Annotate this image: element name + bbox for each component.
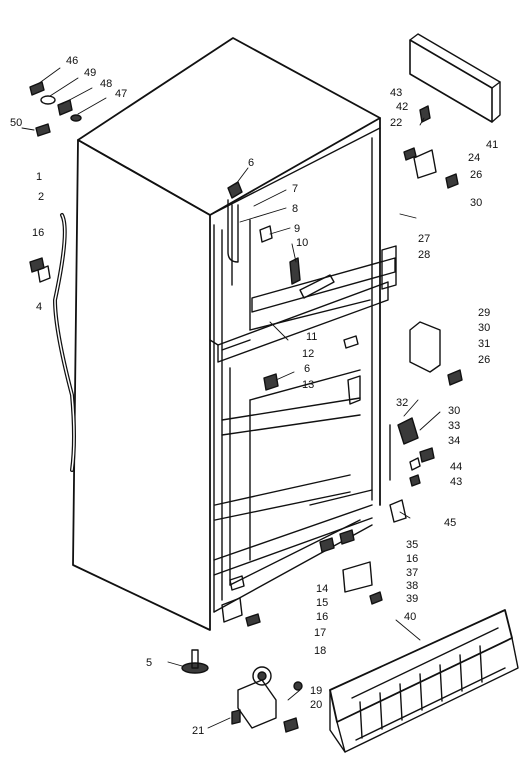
callout-14: 14 xyxy=(316,583,328,595)
callout-4: 4 xyxy=(36,301,42,313)
callout-30-low: 30 xyxy=(448,405,460,417)
callout-30-mid: 30 xyxy=(478,322,490,334)
callout-30-top: 30 xyxy=(470,197,482,209)
leveling-leg xyxy=(181,649,209,674)
callout-43-low: 43 xyxy=(450,476,462,488)
cabinet-shell xyxy=(72,37,381,631)
callout-11: 11 xyxy=(306,331,317,343)
callout-6-top: 6 xyxy=(248,157,254,169)
callout-26-mid: 26 xyxy=(478,354,490,366)
upper-hinge-bracket xyxy=(403,105,459,189)
mullion-rail xyxy=(209,281,389,363)
callout-5: 5 xyxy=(146,657,152,669)
callout-24: 24 xyxy=(468,152,480,164)
callout-32: 32 xyxy=(396,397,408,409)
callout-16-left: 16 xyxy=(32,227,44,239)
callout-20: 20 xyxy=(310,699,322,711)
clip-part xyxy=(389,499,407,523)
callout-31: 31 xyxy=(478,338,490,350)
callout-10: 10 xyxy=(296,237,308,249)
hinge-hardware-top-left xyxy=(29,81,82,137)
callout-41: 41 xyxy=(486,139,498,151)
center-fasteners xyxy=(227,181,361,405)
callout-49: 49 xyxy=(84,67,96,79)
callout-18: 18 xyxy=(314,645,326,657)
callout-21: 21 xyxy=(192,725,204,737)
callout-43-top: 43 xyxy=(390,87,402,99)
roller-assembly xyxy=(231,666,303,733)
base-frame xyxy=(213,489,373,576)
callout-8: 8 xyxy=(292,203,298,215)
callout-17: 17 xyxy=(314,627,326,639)
callout-35: 35 xyxy=(406,539,418,551)
callout-34: 34 xyxy=(448,435,460,447)
callout-numbers: 46 49 48 47 50 1 2 16 4 6 7 8 9 10 11 12… xyxy=(10,55,498,737)
callout-26-top: 26 xyxy=(470,169,482,181)
door-stop-parts xyxy=(29,257,51,283)
callout-1: 1 xyxy=(36,171,42,183)
callout-22: 22 xyxy=(390,117,402,129)
callout-33: 33 xyxy=(448,420,460,432)
callout-28: 28 xyxy=(418,249,430,261)
lower-hinge-bracket xyxy=(389,417,435,487)
callout-40: 40 xyxy=(404,611,416,623)
callout-45: 45 xyxy=(444,517,456,529)
callout-15: 15 xyxy=(316,597,328,609)
callout-44: 44 xyxy=(450,461,462,473)
callout-37: 37 xyxy=(406,567,418,579)
callout-7: 7 xyxy=(292,183,298,195)
callout-2: 2 xyxy=(38,191,44,203)
drain-tube xyxy=(227,199,239,286)
door-handle-rod xyxy=(53,213,76,472)
callout-42: 42 xyxy=(396,101,408,113)
callout-48: 48 xyxy=(100,78,112,90)
callout-47: 47 xyxy=(115,88,127,100)
callout-39: 39 xyxy=(406,593,418,605)
callout-50: 50 xyxy=(10,117,22,129)
callout-16-center: 16 xyxy=(316,611,328,623)
center-hinge-bracket xyxy=(409,321,463,386)
callout-16-low: 16 xyxy=(406,553,418,565)
callout-46: 46 xyxy=(66,55,78,67)
toe-grille xyxy=(329,609,519,753)
callout-27: 27 xyxy=(418,233,430,245)
callout-29: 29 xyxy=(478,307,490,319)
callout-38: 38 xyxy=(406,580,418,592)
callout-19: 19 xyxy=(310,685,322,697)
callout-9: 9 xyxy=(294,223,300,235)
callout-leaders xyxy=(21,67,441,729)
upper-rail xyxy=(251,245,397,313)
top-cover-panel xyxy=(409,33,501,123)
callout-12: 12 xyxy=(302,348,314,360)
lower-center-parts xyxy=(221,529,383,627)
callout-13: 13 xyxy=(302,379,314,391)
callout-6-mid: 6 xyxy=(304,363,310,375)
